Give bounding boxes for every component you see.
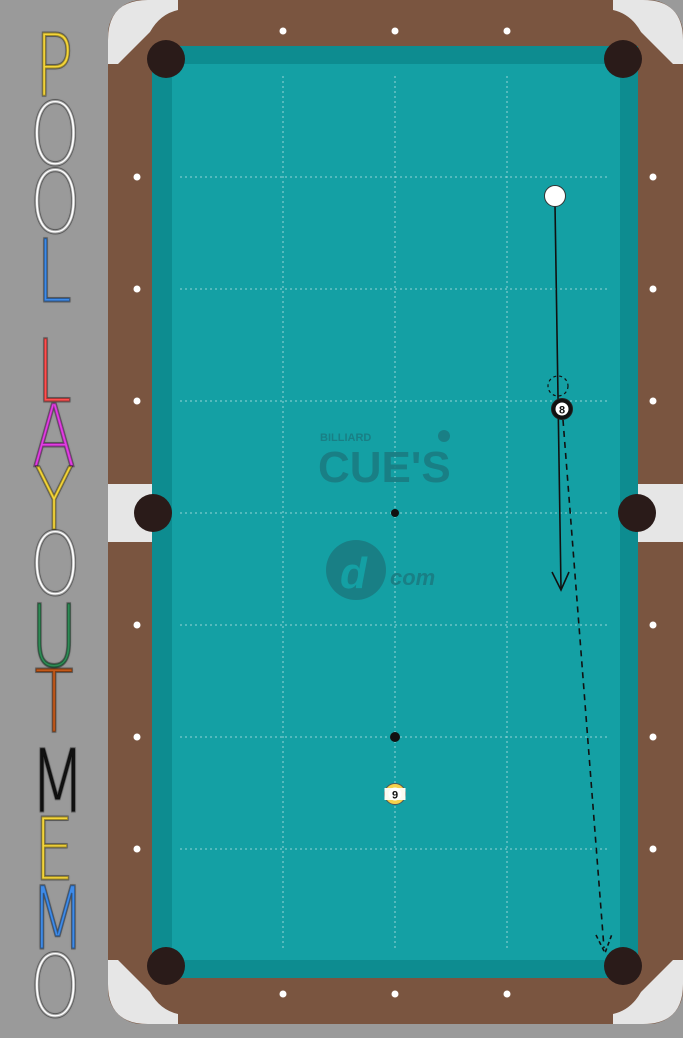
- logo-billiard-text: BILLIARD: [320, 432, 371, 444]
- logo-cues-text: CUE'S: [318, 443, 451, 492]
- title-letter: O: [29, 938, 81, 1038]
- title-letter: A: [31, 388, 76, 489]
- title-letter: P: [34, 17, 74, 118]
- diamonds: [133, 27, 657, 998]
- cue-ball-path: [554, 204, 562, 589]
- ghost-ball-outline: [547, 375, 569, 397]
- logo-ball-icon: [438, 430, 450, 442]
- pocket-bottom-right: [604, 947, 642, 985]
- pocket-side-right: [618, 494, 656, 532]
- corner-cap-bottom-left: [108, 960, 178, 1024]
- logo-d-letter: d: [340, 549, 368, 598]
- eight-ball-number: 8: [559, 405, 565, 417]
- title-letter: O: [29, 154, 81, 255]
- title-letter: U: [30, 588, 78, 689]
- title-letter: L: [35, 323, 72, 424]
- title-letter: E: [33, 801, 75, 902]
- object-ball-path: [562, 419, 605, 949]
- eight-ball[interactable]: 8: [551, 398, 573, 420]
- corner-cap-top-right: [613, 0, 683, 64]
- cue-ball[interactable]: [544, 185, 566, 207]
- logo-com-text: com: [390, 565, 435, 590]
- title-letter: T: [34, 653, 75, 754]
- title-letter: M: [29, 870, 86, 971]
- cue-ball-path-arrowhead: [551, 571, 570, 592]
- foot-spot: [390, 732, 400, 742]
- corner-cap-top-left: [108, 0, 178, 64]
- title-letter: O: [29, 86, 81, 187]
- nine-ball-number: 9: [392, 790, 398, 802]
- title-letter: L: [35, 223, 72, 324]
- center-spot: [391, 509, 399, 517]
- pocket-bottom-left: [147, 947, 185, 985]
- pocket-top-right: [604, 40, 642, 78]
- title-letter: M: [29, 733, 86, 834]
- title-letter: O: [29, 516, 81, 617]
- nine-ball[interactable]: 9: [384, 783, 406, 805]
- title-letter: Y: [34, 451, 75, 552]
- pocket-top-left: [147, 40, 185, 78]
- corner-cap-bottom-right: [613, 960, 683, 1024]
- brand-logo: BILLIARD CUE'S d com: [318, 430, 451, 600]
- logo-d-mark-icon: [326, 540, 386, 600]
- pocket-side-left: [134, 494, 172, 532]
